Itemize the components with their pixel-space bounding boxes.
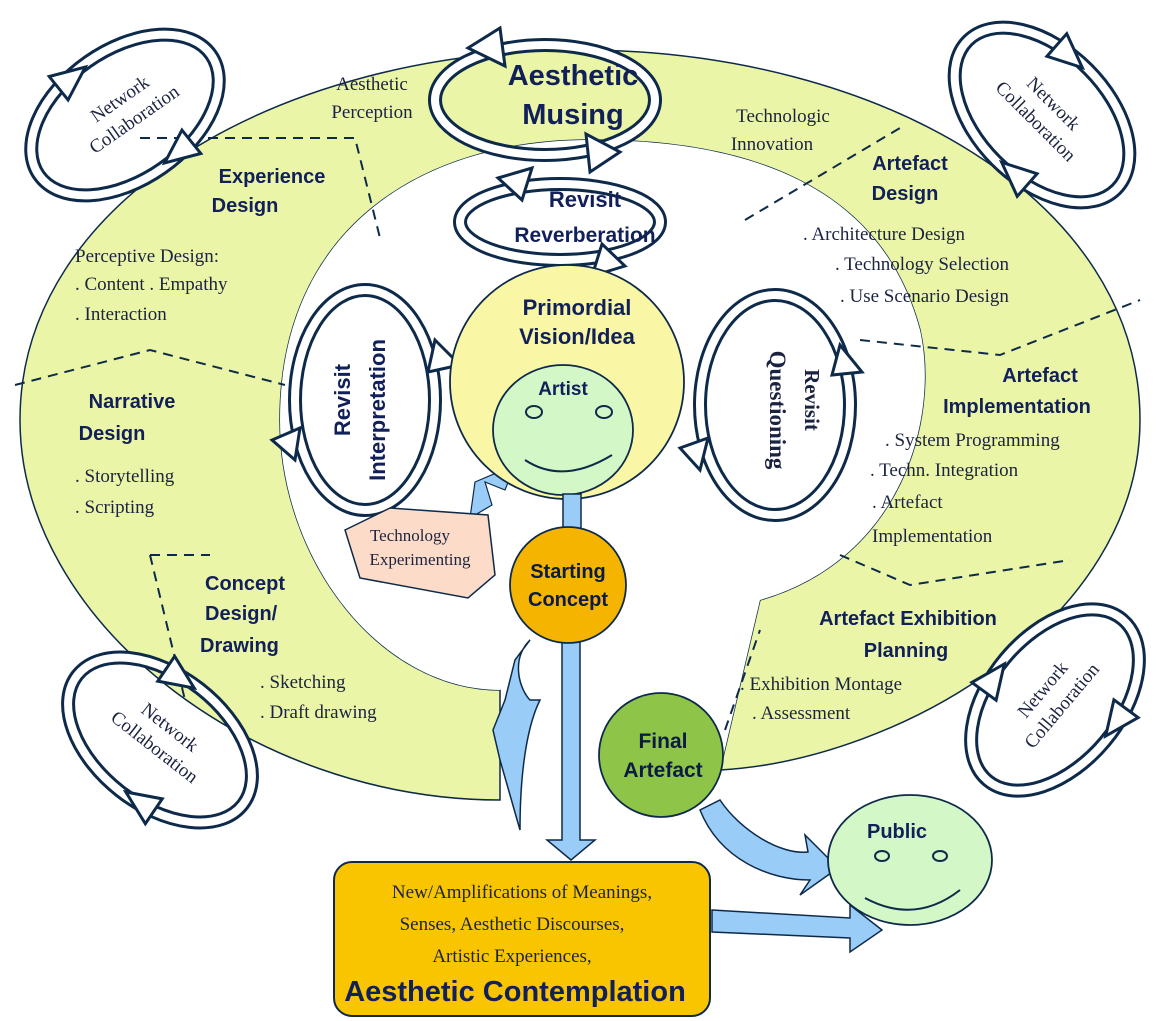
- outcome-line-2: Senses, Aesthetic Discourses,: [400, 914, 625, 935]
- public-left-eye: [874, 850, 890, 862]
- concept-design-section: Concept Design/ Drawing . Sketching . Dr…: [200, 573, 377, 723]
- artefact-design-section: Artefact Design . Architecture Design . …: [803, 153, 1010, 307]
- artefact-exhibition-item: . Exhibition Montage: [740, 674, 902, 695]
- narrative-design-item: . Storytelling: [75, 466, 175, 487]
- narrative-design-section: Narrative Design . Storytelling . Script…: [75, 391, 175, 518]
- starting-concept-node: Starting Concept: [509, 526, 627, 644]
- outcome-line-3: Artistic Experiences,: [432, 946, 591, 967]
- starting-concept-label-2: Concept: [528, 589, 608, 611]
- concept-design-item: . Sketching: [260, 672, 346, 693]
- revisit-interpretation-label: Revisit: [330, 363, 355, 436]
- revisit-questioning-loop: Revisit Questioning: [677, 288, 865, 522]
- public-right-eye: [932, 850, 948, 862]
- aesthetic-musing-label-2: Musing: [522, 99, 624, 131]
- narrative-design-item: . Scripting: [75, 497, 155, 518]
- technologic-innovation-label-2: Innovation: [731, 134, 814, 155]
- artist-right-eye: [595, 405, 613, 419]
- aesthetic-perception-label: Aesthetic: [336, 74, 408, 95]
- experience-design-section: Experience Design Perceptive Design: . C…: [75, 166, 325, 325]
- technology-experimenting-label: Technology: [370, 526, 451, 545]
- outcome-line-1: New/Amplifications of Meanings,: [392, 882, 652, 903]
- artist-left-eye: [525, 405, 543, 419]
- experience-design-item: . Interaction: [75, 304, 167, 325]
- experience-design-item: . Content . Empathy: [75, 274, 228, 295]
- outcome-aesthetic-contemplation: Aesthetic Contemplation: [344, 976, 686, 1008]
- concept-design-title-3: Drawing: [200, 635, 279, 657]
- artefact-exhibition-title-2: Planning: [864, 640, 948, 662]
- artefact-implementation-item: . Techn. Integration: [870, 460, 1019, 481]
- narrative-design-title-2: Design: [79, 423, 146, 445]
- artefact-design-item: . Use Scenario Design: [840, 286, 1009, 307]
- artefact-implementation-item: Implementation: [872, 526, 993, 547]
- aesthetic-musing-label: Aesthetic: [508, 60, 639, 92]
- final-artefact-label: Final: [638, 730, 687, 753]
- artefact-exhibition-item: . Assessment: [752, 703, 851, 724]
- artefact-implementation-item: . System Programming: [885, 430, 1060, 451]
- artist-smile: [524, 454, 613, 473]
- artefact-design-item: . Technology Selection: [835, 254, 1010, 275]
- narrative-design-title: Narrative: [89, 391, 176, 413]
- artefact-implementation-title: Artefact: [1002, 365, 1078, 387]
- revisit-reverberation-loop: Revisit Reverberation: [453, 165, 667, 279]
- artefact-implementation-section: Artefact Implementation . System Program…: [870, 365, 1091, 547]
- revisit-reverberation-label: Revisit: [549, 187, 622, 212]
- concept-design-item: . Draft drawing: [260, 702, 377, 723]
- outcome-to-public-arrow: [711, 903, 884, 954]
- outer-process-ring: [19, 49, 1141, 801]
- technologic-innovation-label: Technologic: [736, 106, 830, 127]
- artefact-implementation-item: . Artefact: [872, 492, 943, 513]
- outcome-box: New/Amplifications of Meanings, Senses, …: [333, 861, 711, 1017]
- artefact-exhibition-section: Artefact Exhibition Planning . Exhibitio…: [740, 608, 997, 724]
- concept-to-outcome-arrow: [544, 625, 598, 861]
- artist-face: Artist: [492, 364, 634, 496]
- revisit-questioning-label: Revisit: [800, 369, 824, 431]
- aesthetic-musing-loop: Aesthetic Musing: [428, 25, 662, 175]
- public-smile: [864, 889, 961, 911]
- revisit-reverberation-label-2: Reverberation: [514, 224, 655, 247]
- public-face: Public: [827, 794, 993, 926]
- flow-arrows: [492, 493, 884, 954]
- final-artefact-label-2: Artefact: [623, 759, 702, 782]
- concept-design-title: Concept: [205, 573, 285, 595]
- artefact-to-public-arrow: [699, 799, 840, 896]
- revisit-interpretation-label-2: Interpretation: [365, 339, 390, 481]
- public-label: Public: [867, 821, 927, 843]
- revisit-questioning-label-2: Questioning: [765, 351, 790, 470]
- primordial-vision-label-2: Vision/Idea: [519, 324, 636, 349]
- experience-design-item: Perceptive Design:: [75, 246, 219, 267]
- experience-design-title-2: Design: [212, 195, 279, 217]
- artefact-design-title: Artefact: [872, 153, 948, 175]
- experience-design-title: Experience: [219, 166, 326, 188]
- artefact-design-title-2: Design: [872, 183, 939, 205]
- technology-experimenting-label-2: Experimenting: [369, 550, 471, 569]
- concept-design-title-2: Design/: [205, 603, 278, 625]
- swoosh-arrow: [492, 639, 542, 831]
- starting-concept-label: Starting: [530, 561, 606, 583]
- aesthetic-perception-label-2: Perception: [331, 102, 413, 123]
- artist-label: Artist: [538, 379, 588, 400]
- section-dividers: [14, 124, 1141, 731]
- artefact-implementation-title-2: Implementation: [943, 396, 1091, 418]
- primordial-vision-label: Primordial: [523, 295, 632, 320]
- artefact-exhibition-title: Artefact Exhibition: [819, 608, 997, 630]
- revisit-interpretation-loop: Revisit Interpretation: [269, 283, 464, 517]
- final-artefact-node: Final Artefact: [598, 692, 724, 818]
- artefact-design-item: . Architecture Design: [803, 224, 965, 245]
